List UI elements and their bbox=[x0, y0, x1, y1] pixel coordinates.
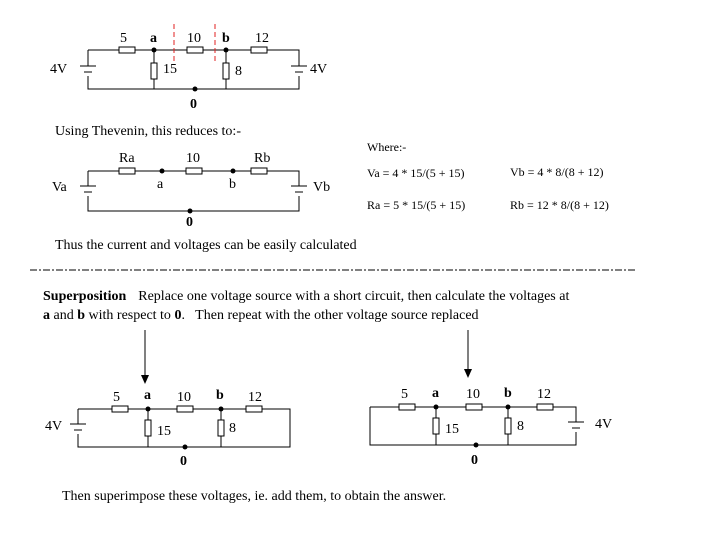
text-and: and bbox=[50, 308, 78, 323]
resistor-10 bbox=[185, 167, 203, 175]
formula-vb: Vb = 4 * 8/(8 + 12) bbox=[510, 165, 604, 179]
thus-text: Thus the current and voltages can be eas… bbox=[55, 238, 357, 253]
thevenin-text: Using Thevenin, this reduces to:- bbox=[55, 124, 241, 139]
resistor-15 bbox=[150, 62, 158, 80]
ground-node-dot bbox=[187, 208, 193, 214]
label-source-left: 4V bbox=[50, 62, 68, 77]
label-r-b: 8 bbox=[517, 419, 524, 434]
text-node-a: a bbox=[43, 308, 50, 323]
circuit-2-wiring bbox=[80, 170, 307, 212]
label-r-a: 15 bbox=[163, 62, 177, 77]
node-b-dot bbox=[505, 404, 511, 410]
circuit-4-wiring bbox=[369, 406, 584, 446]
label-r-mid: 10 bbox=[177, 390, 191, 405]
label-r-left: 5 bbox=[113, 390, 120, 405]
label-node-b: b bbox=[216, 388, 224, 403]
node-b-dot bbox=[223, 47, 229, 53]
label-r-left: 5 bbox=[120, 31, 127, 46]
text-node-b: b bbox=[77, 308, 86, 323]
label-ground: 0 bbox=[186, 215, 193, 230]
text-rest: . Then repeat with the other voltage sou… bbox=[181, 308, 479, 323]
label-r-right: 12 bbox=[255, 31, 269, 46]
label-r-right: Rb bbox=[254, 151, 271, 166]
formula-ra: Ra = 5 * 15/(5 + 15) bbox=[367, 198, 466, 212]
resistor-15 bbox=[144, 419, 152, 437]
label-r-b: 8 bbox=[235, 64, 242, 79]
label-ground: 0 bbox=[471, 453, 478, 468]
label-node-a: a bbox=[432, 386, 439, 401]
resistor-12 bbox=[536, 403, 554, 411]
where-label: Where:- bbox=[367, 140, 407, 154]
label-r-left: 5 bbox=[401, 387, 408, 402]
label-node-a: a bbox=[144, 388, 151, 403]
label-node-b: b bbox=[229, 177, 236, 192]
resistor-rb bbox=[250, 167, 268, 175]
label-source-left: Va bbox=[52, 180, 67, 195]
label-node-a: a bbox=[157, 177, 164, 192]
arrow-down-icon bbox=[141, 375, 149, 384]
resistor-ra bbox=[118, 167, 136, 175]
label-source-right: 4V bbox=[310, 62, 328, 77]
label-ground: 0 bbox=[180, 454, 187, 469]
label-source-right: Vb bbox=[313, 180, 331, 195]
resistor-8 bbox=[217, 419, 225, 437]
text-resp: with respect to bbox=[85, 308, 175, 323]
node-a-dot bbox=[151, 47, 157, 53]
resistor-10 bbox=[465, 403, 483, 411]
resistor-15 bbox=[432, 417, 440, 435]
node-a-dot bbox=[433, 404, 439, 410]
label-r-right: 12 bbox=[537, 387, 551, 402]
resistor-8 bbox=[504, 417, 512, 435]
resistor-5 bbox=[111, 405, 129, 413]
node-b-dot bbox=[218, 406, 224, 412]
label-r-right: 12 bbox=[248, 390, 262, 405]
superposition-line-2: a and b with respect to 0. Then repeat w… bbox=[43, 308, 479, 324]
label-ground: 0 bbox=[190, 97, 197, 112]
formula-rb: Rb = 12 * 8/(8 + 12) bbox=[510, 198, 609, 212]
resistor-8 bbox=[222, 62, 230, 80]
label-node-b: b bbox=[222, 31, 230, 46]
superposition-line-1: Superposition Replace one voltage source … bbox=[43, 289, 569, 305]
superposition-text-1: Replace one voltage source with a short … bbox=[138, 289, 570, 304]
label-source: 4V bbox=[595, 417, 613, 432]
label-r-left: Ra bbox=[119, 151, 135, 166]
resistor-10 bbox=[176, 405, 194, 413]
label-r-mid: 10 bbox=[187, 31, 201, 46]
label-node-a: a bbox=[150, 31, 157, 46]
formula-va: Va = 4 * 15/(5 + 15) bbox=[367, 166, 465, 180]
arrow-down-icon bbox=[464, 369, 472, 378]
node-b-dot bbox=[230, 168, 236, 174]
resistor-12 bbox=[250, 46, 268, 54]
resistor-10 bbox=[186, 46, 204, 54]
circuit-1-wiring bbox=[80, 49, 307, 90]
ground-node-dot bbox=[473, 442, 479, 448]
label-r-mid: 10 bbox=[186, 151, 200, 166]
text-node-0: 0 bbox=[174, 308, 182, 323]
resistor-5 bbox=[398, 403, 416, 411]
label-r-a: 15 bbox=[445, 422, 459, 437]
node-a-dot bbox=[145, 406, 151, 412]
label-r-a: 15 bbox=[157, 424, 171, 439]
label-node-b: b bbox=[504, 386, 512, 401]
label-r-mid: 10 bbox=[466, 387, 480, 402]
ground-node-dot bbox=[182, 444, 188, 450]
resistor-12 bbox=[245, 405, 263, 413]
ground-node-dot bbox=[192, 86, 198, 92]
resistor-5 bbox=[118, 46, 136, 54]
node-a-dot bbox=[159, 168, 165, 174]
superposition-title: Superposition bbox=[43, 289, 127, 304]
final-text: Then superimpose these voltages, ie. add… bbox=[62, 489, 447, 504]
label-source: 4V bbox=[45, 419, 63, 434]
label-r-b: 8 bbox=[229, 421, 236, 436]
circuit-3-wiring bbox=[70, 408, 291, 448]
